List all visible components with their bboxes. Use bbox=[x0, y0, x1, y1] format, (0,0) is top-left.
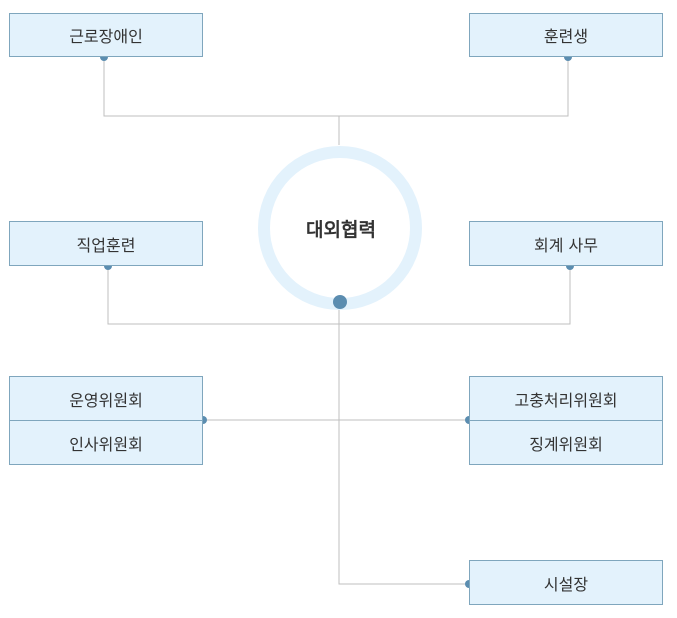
box-worker-disabled: 근로장애인 bbox=[9, 13, 203, 57]
box-grievance-committee: 고충처리위원회 bbox=[469, 376, 663, 420]
box-facility-director: 시설장 bbox=[469, 560, 663, 605]
box-personnel-committee: 인사위원회 bbox=[9, 420, 203, 465]
dot-center bbox=[333, 295, 347, 309]
connector-trunk bbox=[338, 302, 469, 585]
box-trainee: 훈련생 bbox=[469, 13, 663, 57]
connector-top bbox=[103, 57, 569, 145]
center-label: 대외협력 bbox=[306, 218, 376, 241]
box-disciplinary-committee: 징계위원회 bbox=[469, 420, 663, 465]
box-operating-committee: 운영위원회 bbox=[9, 376, 203, 420]
box-accounting: 회계 사무 bbox=[469, 221, 663, 266]
box-vocational-training: 직업훈련 bbox=[9, 221, 203, 266]
